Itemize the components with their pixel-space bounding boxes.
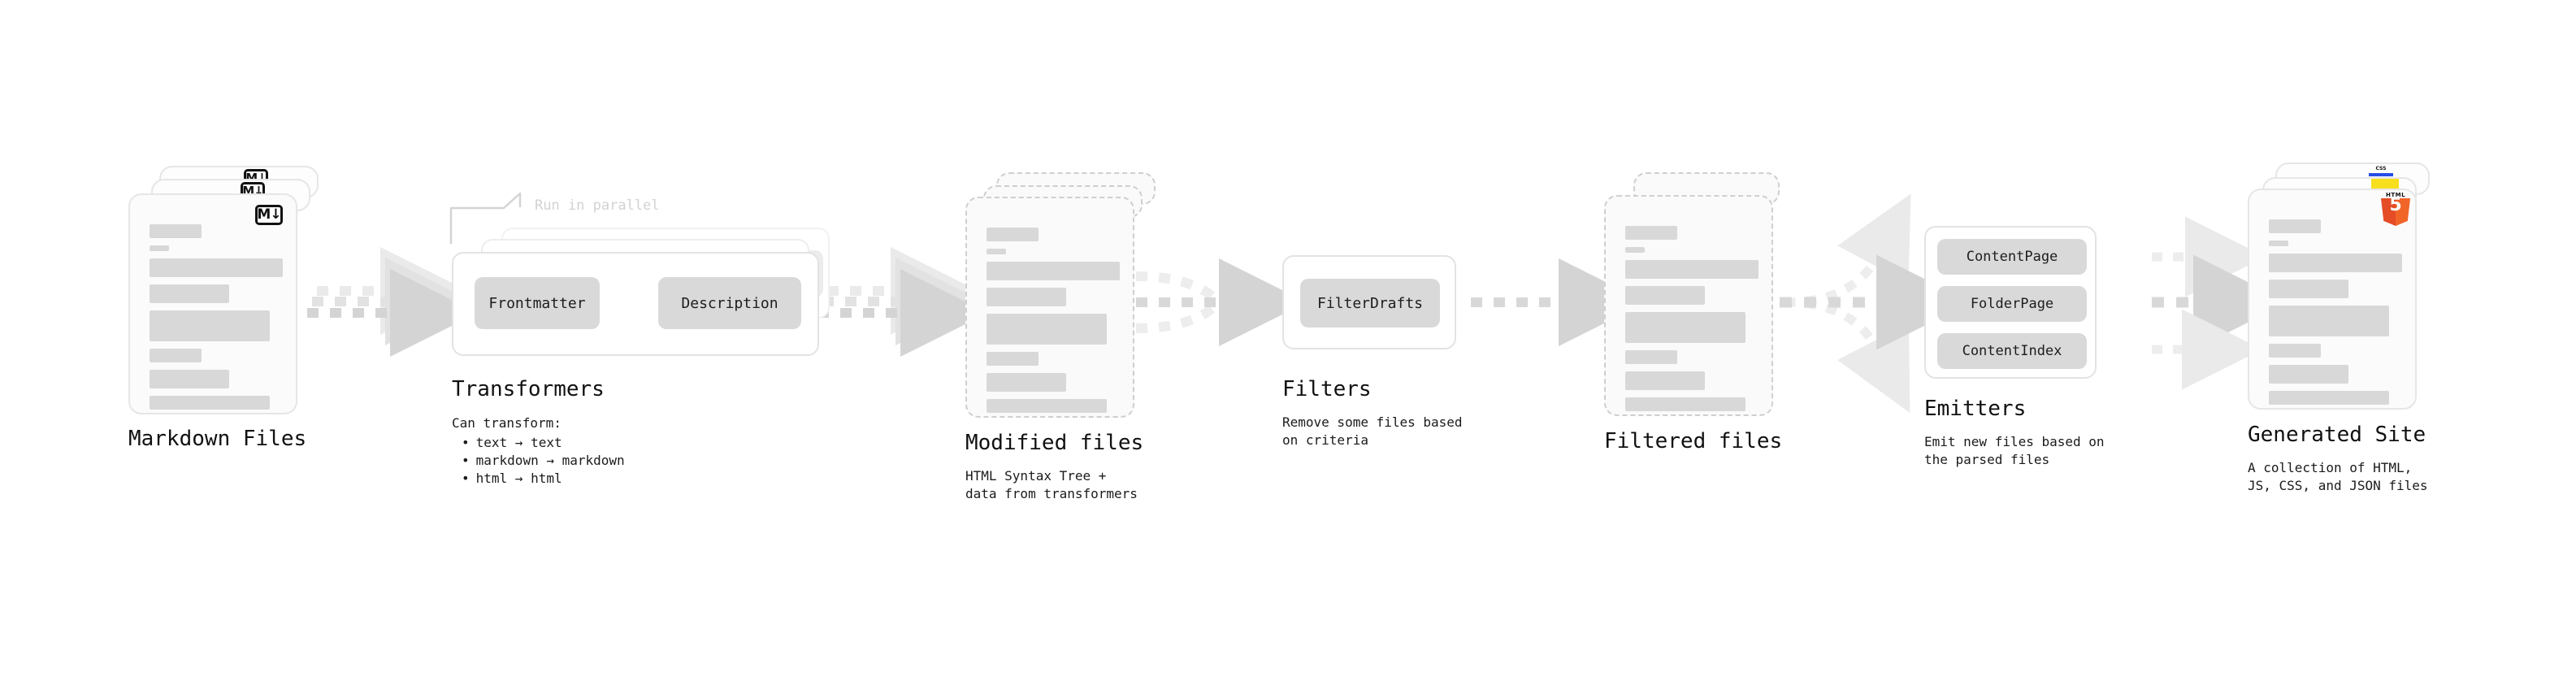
skeleton-bar (987, 352, 1039, 366)
skeleton-bar (1625, 350, 1677, 364)
emitter-chip-contentindex[interactable]: ContentIndex (1937, 333, 2087, 369)
skeleton-bar (2269, 306, 2389, 336)
site-card-front (2248, 189, 2417, 410)
arrow-markdown-to-transformers (307, 247, 478, 357)
skeleton-bar (150, 258, 283, 277)
emitters-card[interactable]: ContentPage FolderPage ContentIndex (1924, 226, 2097, 379)
stage-subtitle-modified-files: HTML Syntax Tree + data from transformer… (965, 468, 1138, 501)
skeleton-bar (987, 373, 1066, 392)
skeleton-bar (2269, 241, 2288, 246)
html5-badge-icon: HTML 5 (2381, 192, 2410, 226)
arrow-transformers-to-modified (817, 247, 988, 357)
skeleton-bar (1625, 397, 1746, 411)
filter-chip-filterdrafts[interactable]: FilterDrafts (1300, 279, 1440, 327)
stage-title-transformers: Transformers (452, 377, 605, 401)
skeleton-bar (150, 396, 270, 410)
skeleton-bars (150, 224, 283, 413)
css-badge-label: CSS (2375, 166, 2387, 171)
stage-subtitle-generated-site: A collection of HTML, JS, CSS, and JSON … (2248, 460, 2428, 493)
stage-title-filtered-files: Filtered files (1604, 429, 1783, 453)
arrow-filtered-to-emitters (1780, 193, 1971, 414)
stage-title-filters: Filters (1282, 377, 1372, 401)
stage-subtitle-emitters: Emit new files based on the parsed files (1924, 434, 2105, 467)
arrow-modified-to-filters (1135, 258, 1307, 346)
skeleton-bar (987, 262, 1120, 280)
arrow-emitters-to-site (2152, 216, 2288, 390)
markdown-badge-icon: M↓ (255, 205, 283, 225)
skeleton-bar (150, 245, 169, 251)
skeleton-bar (987, 288, 1066, 306)
transformer-card-front[interactable]: Frontmatter Description (452, 252, 819, 356)
stage-subtitle-filters: Remove some files based on criteria (1282, 414, 1463, 448)
bullet-item: markdown → markdown (462, 452, 625, 470)
skeleton-bar (150, 224, 202, 238)
skeleton-bar (987, 399, 1107, 413)
skeleton-bar (150, 284, 229, 303)
skeleton-bars (987, 228, 1120, 416)
skeleton-bar (2269, 344, 2321, 358)
stage-title-markdown-files: Markdown Files (128, 427, 307, 451)
skeleton-bar (1625, 226, 1677, 240)
skeleton-bar (2269, 219, 2321, 233)
html5-shield-shape (2381, 198, 2410, 226)
skeleton-bar (987, 314, 1107, 345)
filtered-card-front (1604, 195, 1773, 416)
transformers-bullet-list: Can transform: text → text markdown → ma… (452, 414, 625, 488)
skeleton-bar (150, 310, 270, 341)
skeleton-bar (2269, 365, 2348, 384)
skeleton-bar (987, 228, 1039, 241)
skeleton-bar (987, 249, 1006, 254)
css-badge-icon: CSS (2369, 167, 2393, 176)
skeleton-bar (1625, 247, 1645, 253)
markdown-card-front (128, 193, 297, 414)
run-in-parallel-label: Run in parallel (535, 197, 660, 214)
stage-title-modified-files: Modified files (965, 431, 1144, 455)
stage-title-generated-site: Generated Site (2248, 423, 2426, 447)
skeleton-bar (1625, 260, 1759, 279)
skeleton-bar (1625, 312, 1746, 343)
skeleton-bar (2269, 391, 2389, 405)
skeleton-bar (1625, 371, 1705, 390)
html5-badge-number: 5 (2389, 195, 2402, 215)
skeleton-bar (1625, 286, 1705, 305)
bullets-lead: Can transform: (452, 415, 562, 431)
filters-card[interactable]: FilterDrafts (1282, 255, 1456, 349)
skeleton-bar (150, 370, 229, 388)
skeleton-bar (2269, 280, 2348, 298)
html5-badge-top-label: HTML (2385, 192, 2406, 198)
skeleton-bars (2269, 219, 2402, 408)
transformer-chip-frontmatter[interactable]: Frontmatter (475, 277, 600, 329)
bullet-item: text → text (462, 434, 625, 452)
stage-generated-site: CSS HTML 5 Generated Site A collection o… (0, 0, 2430, 493)
emitter-chip-folderpage[interactable]: FolderPage (1937, 286, 2087, 322)
modified-card-front (965, 197, 1134, 418)
emitter-chip-contentpage[interactable]: ContentPage (1937, 239, 2087, 275)
stage-title-emitters: Emitters (1924, 397, 2027, 421)
bullet-item: html → html (462, 470, 625, 488)
skeleton-bar (2269, 254, 2402, 272)
skeleton-bar (150, 349, 202, 362)
transformer-chip-description[interactable]: Description (658, 277, 801, 329)
skeleton-bars (1625, 226, 1759, 414)
